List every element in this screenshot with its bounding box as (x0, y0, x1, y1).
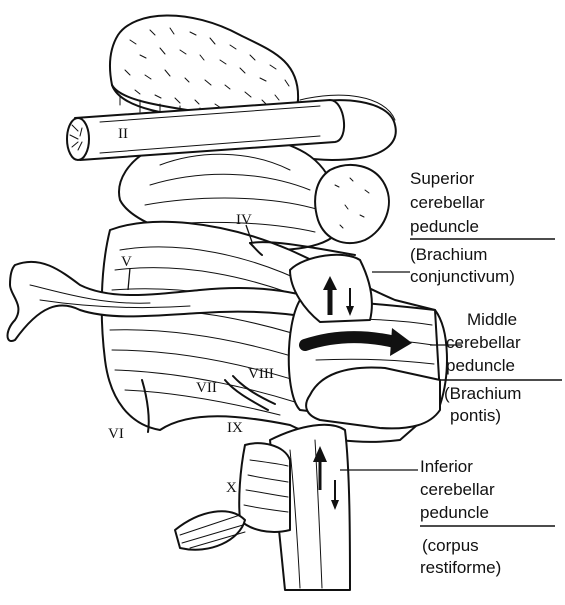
superior-alt-line1: (Brachium (410, 245, 487, 264)
inferior-alt-line2: restiforme) (420, 558, 501, 577)
inferior-label-line1: Inferior (420, 457, 473, 476)
middle-alt-line1: (Brachium (444, 384, 521, 403)
middle-label-line2: cerebellar (446, 333, 521, 352)
middle-label-line3: peduncle (446, 356, 515, 375)
nerve-label-viii: VIII (248, 366, 274, 382)
nerve-label-vii: VII (196, 380, 217, 396)
nerve-label-ii: II (118, 126, 128, 142)
inferior-alt-line1: (corpus (422, 536, 479, 555)
middle-alt-line2: pontis) (450, 406, 501, 425)
lower-cranial-nerves (175, 443, 290, 550)
nerve-label-ix: IX (227, 420, 243, 436)
superior-alt-line2: conjunctivum) (410, 267, 515, 286)
superior-label-line2: cerebellar (410, 193, 485, 212)
nerve-label-iv: IV (236, 212, 252, 228)
superior-label-line1: Superior (410, 169, 475, 188)
nerve-label-vi: VI (108, 426, 124, 442)
nerve-label-x: X (226, 480, 237, 496)
nerve-label-v: V (121, 254, 132, 270)
inferior-label-line2: cerebellar (420, 480, 495, 499)
middle-label-line1: Middle (467, 310, 517, 329)
superior-label-line3: peduncle (410, 217, 479, 236)
inferior-label-line3: peduncle (420, 503, 489, 522)
